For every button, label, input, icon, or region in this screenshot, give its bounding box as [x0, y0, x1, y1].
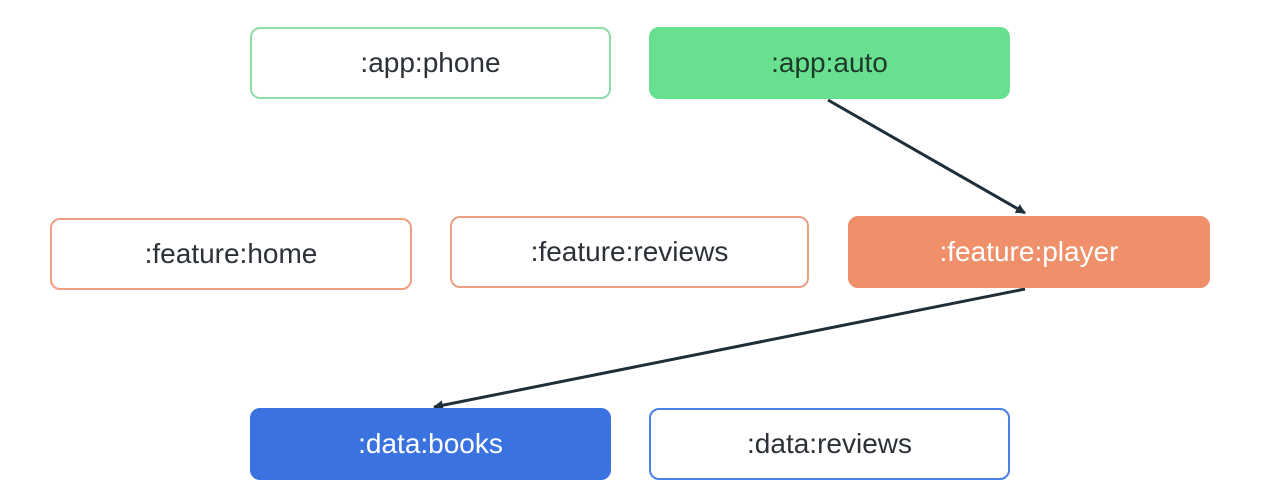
node-app-auto: :app:auto — [649, 27, 1010, 99]
node-label: :app:phone — [360, 47, 501, 78]
node-app-phone: :app:phone — [250, 27, 611, 99]
edge-app-auto-to-feature-player — [827, 98, 1026, 215]
node-label: :feature:home — [144, 238, 318, 269]
node-feature-player: :feature:player — [848, 216, 1210, 288]
node-label: :data:books — [358, 428, 503, 459]
node-data-books: :data:books — [250, 408, 611, 480]
edge-feature-player-to-data-books — [433, 287, 1026, 411]
node-label: :feature:reviews — [530, 236, 729, 267]
node-feature-home: :feature:home — [50, 218, 412, 290]
node-data-reviews: :data:reviews — [649, 408, 1010, 480]
node-label: :app:auto — [771, 47, 888, 78]
node-feature-reviews: :feature:reviews — [450, 216, 809, 288]
node-label: :data:reviews — [747, 428, 912, 459]
node-label: :feature:player — [939, 236, 1119, 267]
